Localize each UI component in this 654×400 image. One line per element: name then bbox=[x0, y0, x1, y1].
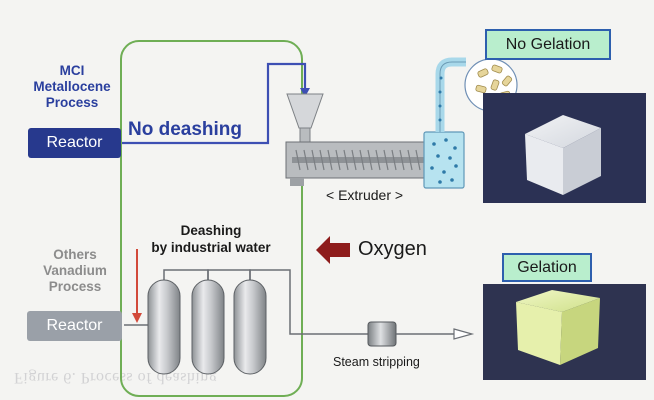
deashing-column-2 bbox=[191, 279, 225, 375]
water-injection-arrowhead bbox=[132, 313, 142, 323]
mci-process-title: MCI Metallocene Process bbox=[22, 63, 122, 111]
no-gelation-badge: No Gelation bbox=[485, 29, 611, 60]
deashing-label-line-2: by industrial water bbox=[151, 240, 271, 255]
deashing-column-1 bbox=[147, 279, 181, 375]
gelation-cube bbox=[516, 290, 600, 365]
no-deashing-label: No deashing bbox=[128, 119, 243, 140]
pipe-dots bbox=[438, 76, 443, 122]
deashing-frame bbox=[120, 40, 303, 397]
others-title-line-1: Others bbox=[53, 247, 97, 262]
oxygen-arrow bbox=[316, 236, 350, 264]
extruder-motor bbox=[290, 178, 304, 186]
others-title-line-3: Process bbox=[48, 279, 102, 294]
mci-title-line-1: MCI bbox=[59, 63, 85, 78]
mci-feed-arrowhead bbox=[300, 88, 310, 97]
oxygen-label: Oxygen bbox=[358, 238, 427, 260]
mci-reactor: Reactor bbox=[28, 128, 121, 158]
steam-stripping-tank bbox=[367, 321, 397, 347]
extruder-screw bbox=[292, 149, 428, 171]
steam-stripping-label: Steam stripping bbox=[333, 355, 420, 369]
outlet-hollow-arrow bbox=[453, 328, 475, 340]
water-bath bbox=[423, 131, 465, 189]
pellet-pipe bbox=[435, 57, 466, 132]
water-bubbles bbox=[430, 138, 458, 184]
hopper bbox=[286, 93, 324, 129]
deashing-column-3 bbox=[233, 279, 267, 375]
hopper-neck bbox=[299, 127, 311, 143]
mci-title-line-2: Metallocene bbox=[33, 79, 111, 94]
others-reactor: Reactor bbox=[27, 311, 122, 341]
deashing-label: Deashing by industrial water bbox=[126, 222, 296, 256]
mci-feed-line bbox=[122, 62, 307, 145]
gelation-badge: Gelation bbox=[502, 253, 592, 282]
others-title-line-2: Vanadium bbox=[43, 263, 107, 278]
no-gelation-cube bbox=[525, 115, 601, 195]
pellet-pipe-outline bbox=[439, 61, 466, 132]
others-process-title: Others Vanadium Process bbox=[30, 247, 120, 295]
deashing-label-line-1: Deashing bbox=[180, 223, 242, 238]
column-pipes bbox=[163, 269, 372, 335]
extruder-label: < Extruder > bbox=[326, 187, 404, 203]
mci-title-line-3: Process bbox=[45, 95, 99, 110]
